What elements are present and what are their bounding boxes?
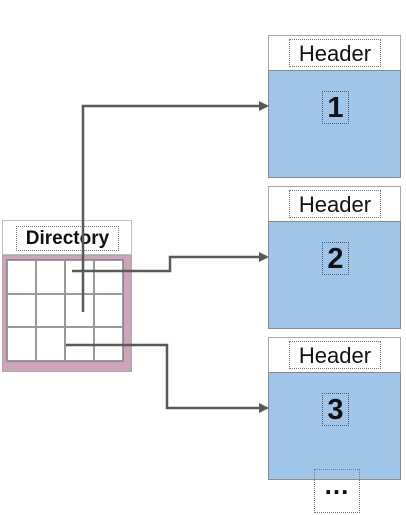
directory-cell bbox=[7, 327, 36, 361]
bucket-1-body bbox=[268, 70, 401, 178]
directory-cell bbox=[7, 293, 36, 328]
directory-grid bbox=[6, 259, 124, 362]
directory-cell bbox=[65, 293, 94, 328]
directory-header-box bbox=[2, 220, 132, 255]
bucket-1-number: 1 bbox=[322, 91, 349, 124]
directory-cell bbox=[94, 293, 123, 328]
bucket-2-header-box bbox=[268, 186, 401, 222]
bucket-3-body bbox=[268, 372, 401, 480]
bucket-1-header-label: Header bbox=[289, 39, 381, 67]
bucket-1-header-box bbox=[268, 35, 401, 71]
more-buckets-ellipsis: ... bbox=[314, 469, 360, 513]
bucket-3-number: 3 bbox=[322, 393, 349, 426]
directory-cell bbox=[65, 260, 94, 294]
bucket-3-header-label: Header bbox=[289, 341, 381, 369]
directory-title: Directory bbox=[16, 226, 119, 251]
directory-cell bbox=[36, 327, 65, 361]
bucket-2-header-label: Header bbox=[289, 190, 381, 218]
arrow-to-bucket-2 bbox=[72, 252, 269, 273]
arrow-to-bucket-1 bbox=[81, 101, 269, 312]
directory-cell bbox=[36, 293, 65, 328]
bucket-2-body bbox=[268, 221, 401, 329]
arrow-to-bucket-3 bbox=[66, 343, 269, 413]
directory-cell bbox=[36, 260, 65, 294]
directory-cell bbox=[94, 260, 123, 294]
bucket-2-number: 2 bbox=[322, 242, 349, 275]
directory-cell bbox=[7, 260, 36, 294]
bucket-3-header-box bbox=[268, 337, 401, 373]
